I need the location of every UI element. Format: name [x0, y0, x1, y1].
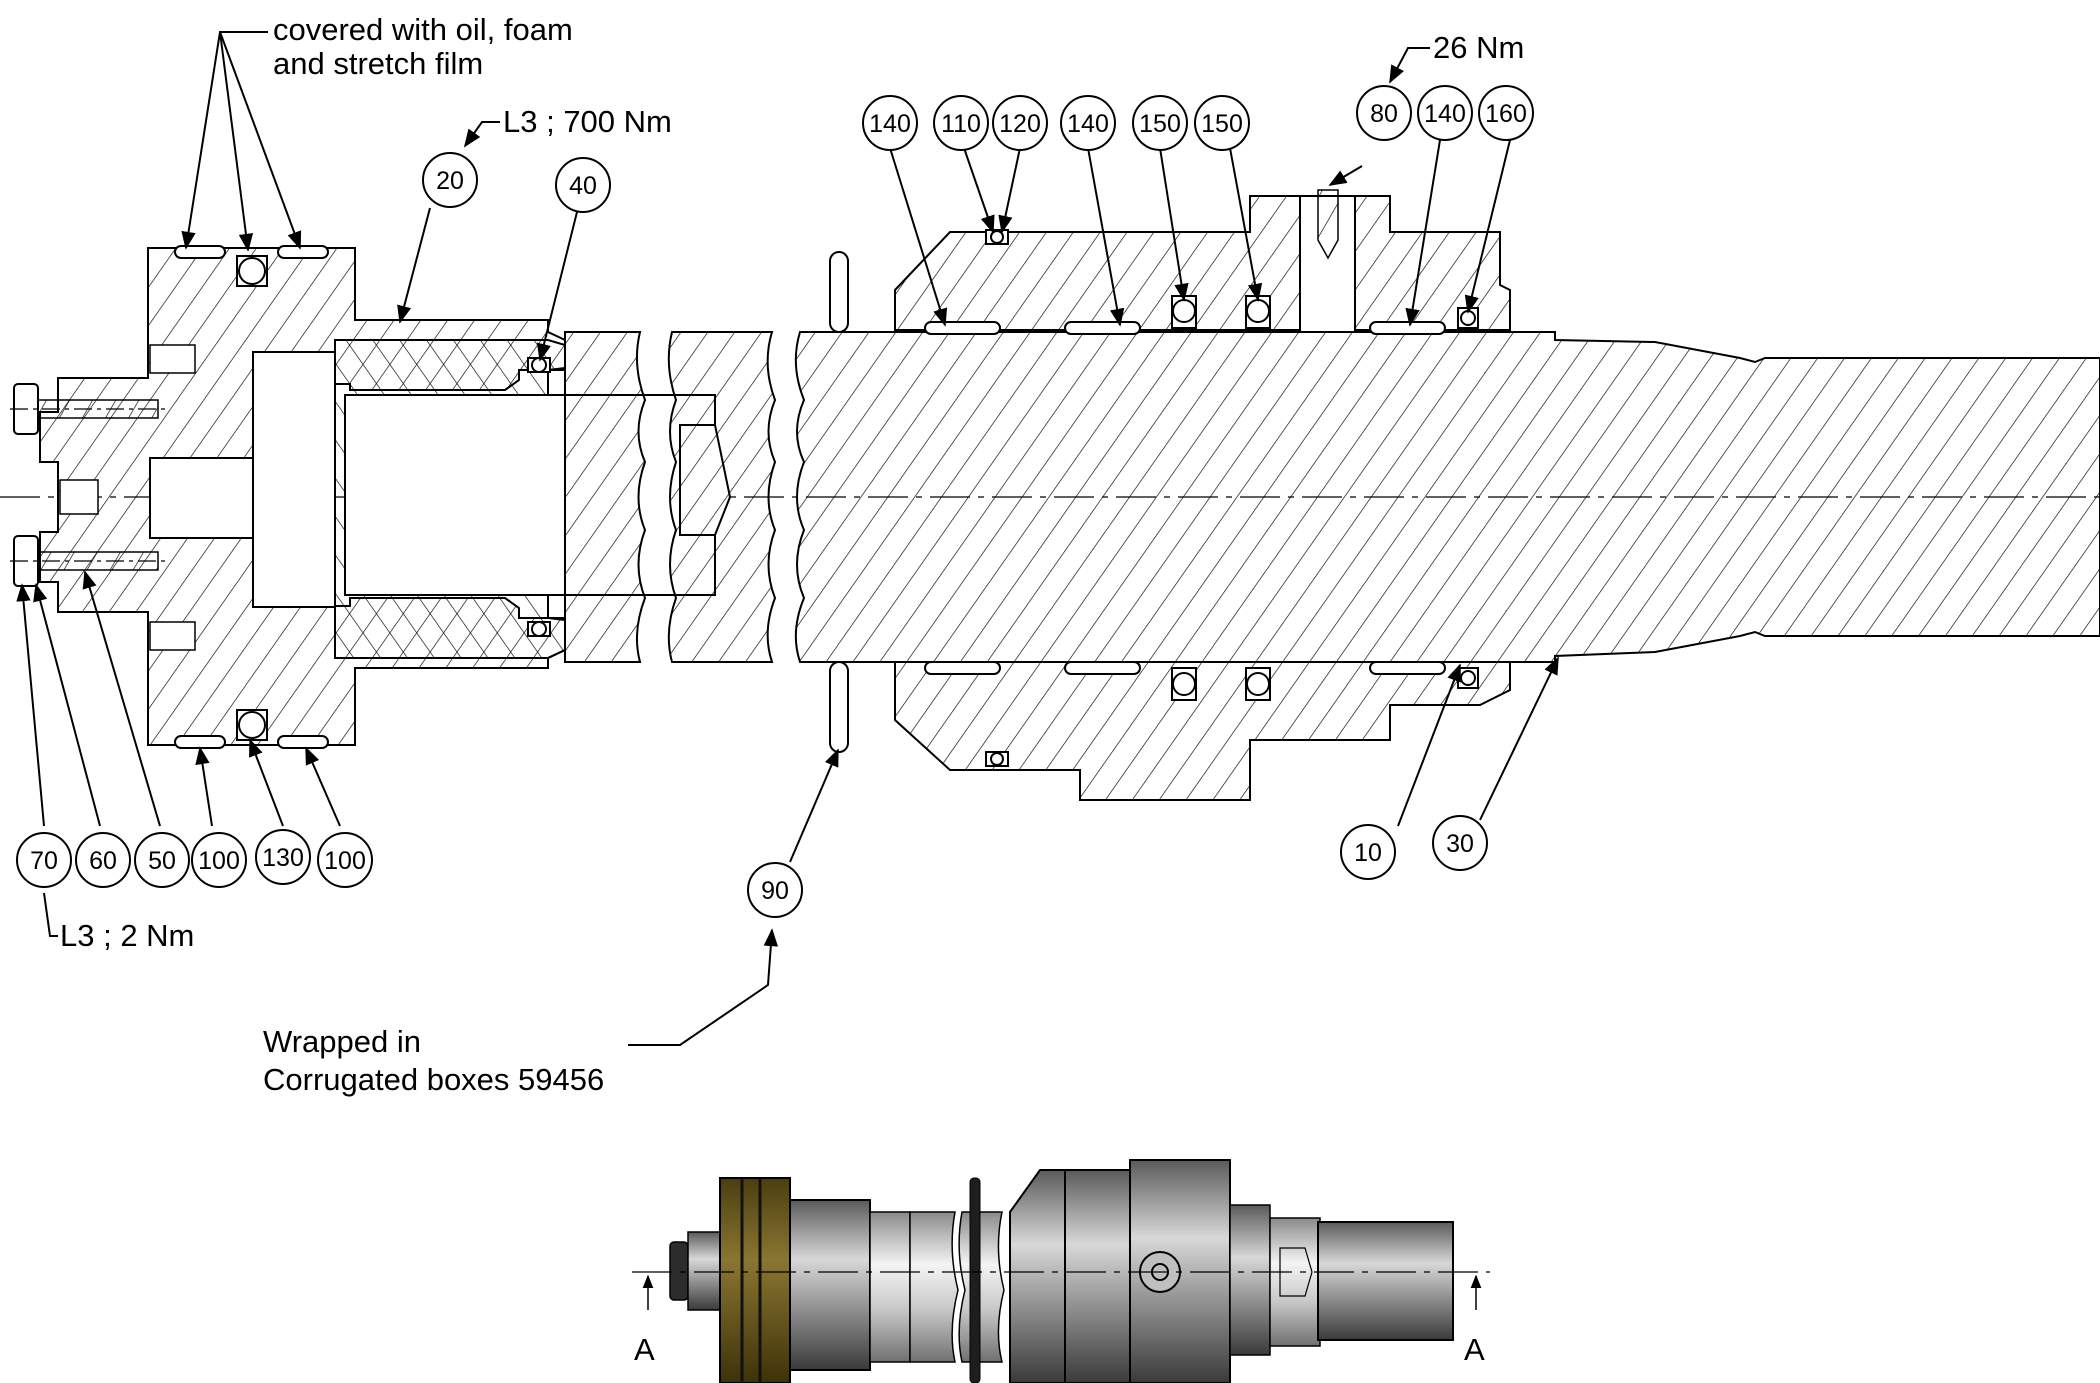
note-torque-80: 26 Nm [1433, 30, 1524, 65]
balloon-150-a: 150 [1132, 95, 1188, 151]
svg-text:70: 70 [30, 847, 58, 875]
svg-text:150: 150 [1139, 110, 1181, 138]
render-break-left [909, 1211, 959, 1363]
shaft-break-mid [667, 331, 777, 663]
seal-rings [174, 245, 1446, 749]
render-break-mid [958, 1211, 1005, 1363]
svg-text:80: 80 [1370, 100, 1398, 128]
balloon-30: 30 [1432, 815, 1488, 871]
note-covered-line1: covered with oil, foam [273, 12, 573, 47]
render-bronze-flange [719, 1177, 791, 1383]
balloon-150-b: 150 [1194, 95, 1250, 151]
balloon-80: 80 [1356, 85, 1412, 141]
balloon-100-b: 100 [317, 832, 373, 888]
rendered-view: A A [632, 1159, 1490, 1383]
svg-text:140: 140 [1067, 110, 1109, 138]
svg-text:100: 100 [324, 847, 366, 875]
balloon-70: 70 [16, 832, 72, 888]
svg-text:140: 140 [1424, 100, 1466, 128]
section-view [0, 189, 2100, 801]
bore-cavity [252, 351, 336, 608]
section-label-a-right: A [1464, 1332, 1485, 1367]
part-30-shaft [794, 331, 2100, 663]
section-label-a-left: A [634, 1332, 655, 1367]
svg-text:110: 110 [941, 110, 981, 138]
svg-text:150: 150 [1201, 110, 1243, 138]
left-end-screws [10, 344, 196, 651]
balloon-120: 120 [992, 95, 1048, 151]
balloon-10: 10 [1340, 824, 1396, 880]
pilot-bore [149, 457, 254, 539]
svg-text:10: 10 [1354, 839, 1382, 867]
balloon-20: 20 [422, 152, 478, 208]
svg-text:90: 90 [761, 877, 789, 905]
balloon-40: 40 [555, 157, 611, 213]
svg-text:120: 120 [999, 110, 1041, 138]
note-covered-line2: and stretch film [273, 46, 483, 81]
render-pin-ring [969, 1177, 981, 1383]
svg-text:160: 160 [1485, 100, 1527, 128]
leaders [16, 31, 1559, 1046]
balloon-50: 50 [134, 832, 190, 888]
note-torque-70: L3 ; 2 Nm [60, 918, 194, 953]
balloon-140-a: 140 [862, 95, 918, 151]
balloon-90: 90 [747, 862, 803, 918]
center-bore [344, 394, 716, 596]
render-body-left [789, 1199, 871, 1371]
render-threaded-body [1064, 1169, 1131, 1383]
part-10-housing-bottom [894, 661, 1511, 801]
svg-text:50: 50 [148, 847, 176, 875]
svg-text:60: 60 [89, 847, 117, 875]
shaft-break-left [564, 331, 647, 663]
balloon-60: 60 [75, 832, 131, 888]
balloon-130: 130 [255, 829, 311, 885]
svg-text:100: 100 [198, 847, 240, 875]
svg-text:140: 140 [869, 110, 911, 138]
balloon-100-a: 100 [191, 832, 247, 888]
o-rings [236, 229, 1479, 767]
note-torque-20: L3 ; 700 Nm [503, 104, 672, 139]
render-end-cap [687, 1231, 721, 1311]
render-cone [1009, 1169, 1066, 1383]
svg-text:130: 130 [262, 844, 304, 872]
svg-text:40: 40 [569, 172, 597, 200]
balloons: 20 40 140 110 120 140 150 150 80 140 160… [16, 85, 1534, 918]
svg-text:30: 30 [1446, 830, 1474, 858]
part-80-screw [1317, 189, 1339, 260]
balloon-140-b: 140 [1060, 95, 1116, 151]
note-wrapped-line2: Corrugated boxes 59456 [263, 1062, 604, 1097]
balloon-140-c: 140 [1417, 85, 1473, 141]
note-wrapped-line1: Wrapped in [263, 1024, 421, 1059]
part-90-pin [829, 251, 849, 753]
svg-text:20: 20 [436, 167, 464, 195]
balloon-160: 160 [1478, 85, 1534, 141]
render-shaft-end [1317, 1221, 1454, 1341]
render-end-nut [669, 1241, 689, 1301]
balloon-110: 110 [933, 95, 989, 151]
